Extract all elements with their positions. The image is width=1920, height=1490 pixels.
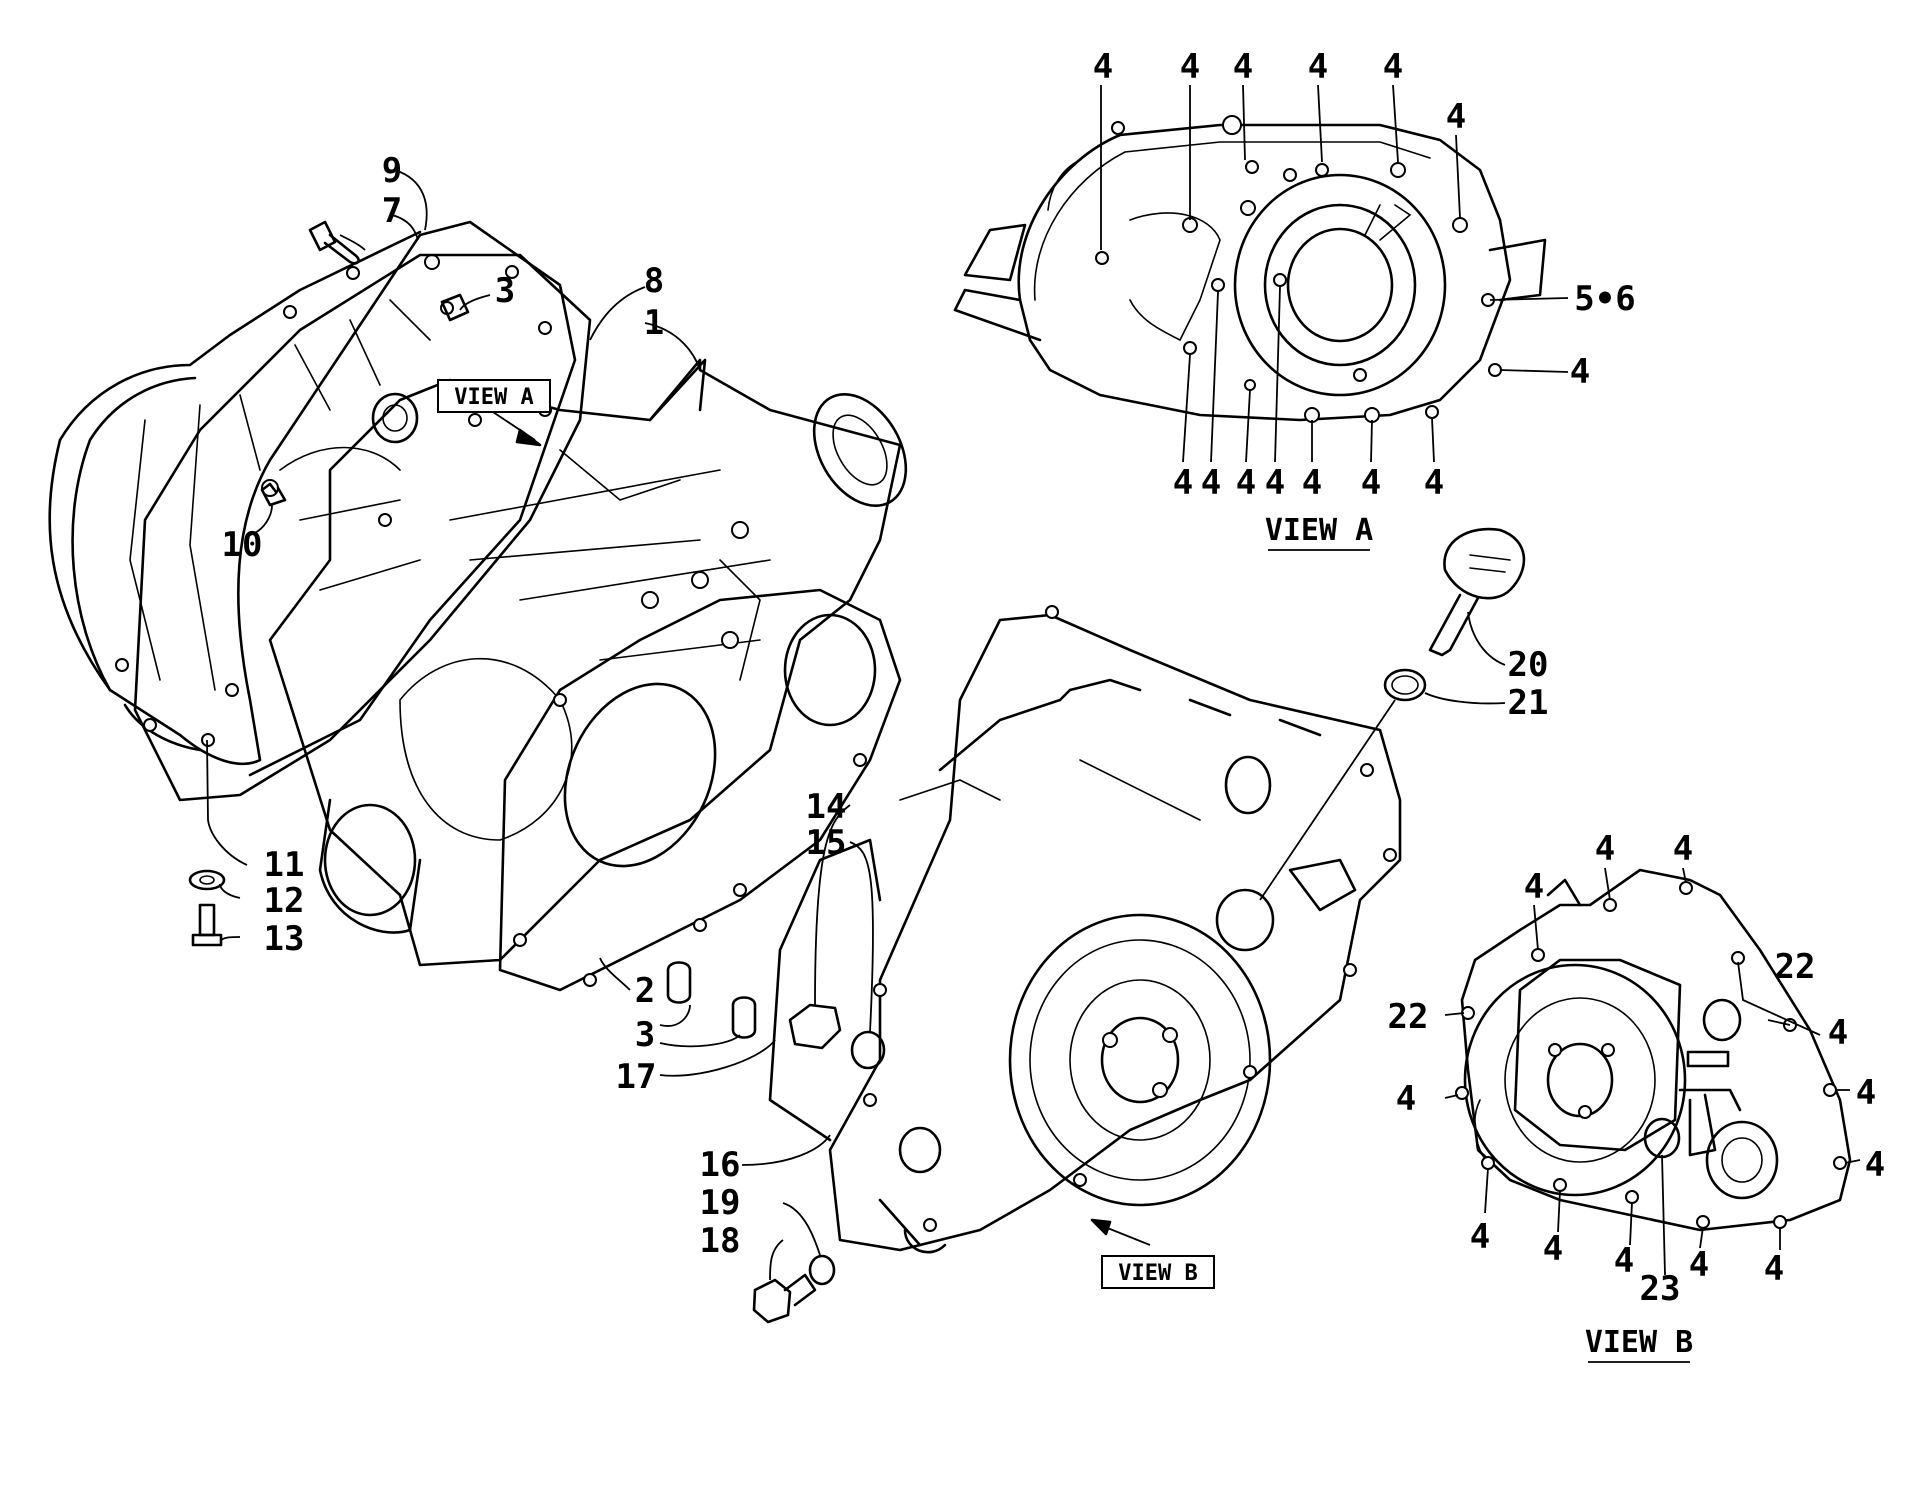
view-b-callout: 4 [1673, 829, 1693, 869]
view-b-callout-22: 22 [1775, 947, 1816, 987]
callout-17: 17 [616, 1057, 657, 1097]
callout-8: 8 [644, 261, 664, 301]
view-a-callout: 4 [1236, 463, 1256, 503]
callout-18: 18 [700, 1221, 741, 1261]
view-b-drawing [1455, 868, 1852, 1232]
gasket-8 [133, 253, 592, 802]
callout-14: 14 [806, 787, 847, 827]
view-a-callout: 4 [1570, 352, 1590, 392]
callout-2: 2 [635, 971, 655, 1011]
view-b-callout: 4 [1764, 1249, 1784, 1289]
view-b-marker: VIEW B [1118, 1261, 1197, 1286]
view-b-callout: 4 [1856, 1073, 1876, 1113]
callout-7: 7 [382, 191, 402, 231]
gasket-17 [768, 838, 882, 1142]
view-a-callout: 4 [1383, 47, 1403, 87]
view-a-leaders [1100, 84, 1569, 551]
view-a-title: VIEW A [1265, 513, 1373, 548]
view-a-callout: 4 [1180, 47, 1200, 87]
callout-21: 21 [1508, 683, 1549, 723]
view-b-title: VIEW B [1585, 1325, 1693, 1360]
callout-5-6: 5•6 [1574, 279, 1635, 319]
view-b-callout: 4 [1595, 829, 1615, 869]
view-b-callout: 4 [1396, 1079, 1416, 1119]
gasket-2 [498, 588, 902, 992]
callout-12: 12 [264, 881, 305, 921]
view-b-marker-box [1101, 1255, 1215, 1289]
callouts: 9 7 8 1 3 10 11 12 13 2 3 17 14 15 16 19… [222, 151, 1636, 1261]
view-a-callout: 4 [1446, 97, 1466, 137]
view-a-callout: 4 [1424, 463, 1444, 503]
callout-9: 9 [382, 151, 402, 191]
view-b-callout: 4 [1828, 1013, 1848, 1053]
callout-1: 1 [644, 303, 664, 343]
callout-13: 13 [264, 919, 305, 959]
callout-10: 10 [222, 525, 263, 565]
callout-20: 20 [1508, 645, 1549, 685]
view-a-callout: 4 [1302, 463, 1322, 503]
view-a-callout: 4 [1093, 47, 1113, 87]
view-a-callout: 4 [1173, 463, 1193, 503]
hardware [188, 220, 1526, 1324]
callout-19: 19 [700, 1183, 741, 1223]
view-b-leaders [1444, 867, 1861, 1363]
view-a-callouts: 4 4 4 4 4 4 4 4 4 4 4 4 4 4 [1093, 47, 1590, 503]
stator-cover [828, 605, 1402, 1254]
view-b-callout-22: 22 [1388, 997, 1429, 1037]
view-b-callout: 4 [1543, 1229, 1563, 1269]
callout-16: 16 [700, 1145, 741, 1185]
view-b-callout: 4 [1689, 1245, 1709, 1285]
view-b-callout: 4 [1865, 1145, 1885, 1185]
view-b-callout: 4 [1524, 867, 1544, 907]
view-a-callout: 4 [1361, 463, 1381, 503]
view-a-callout: 4 [1308, 47, 1328, 87]
view-a-marker-box [437, 379, 551, 413]
callout-3-top: 3 [495, 271, 515, 311]
view-a-drawing [953, 115, 1547, 423]
leader-lines [206, 169, 1506, 1281]
view-b-callouts: 4 4 4 22 22 4 4 4 4 4 4 4 4 4 23 [1388, 829, 1886, 1309]
view-b-callout: 4 [1614, 1241, 1634, 1281]
view-b-callout: 4 [1470, 1217, 1490, 1257]
callout-3-bottom: 3 [635, 1015, 655, 1055]
callout-15: 15 [806, 823, 847, 863]
view-a-marker: VIEW A [454, 385, 533, 410]
view-b-callout-23: 23 [1640, 1269, 1681, 1309]
callout-11: 11 [264, 845, 305, 885]
view-a-callout: 4 [1201, 463, 1221, 503]
view-a-callout: 4 [1265, 463, 1285, 503]
view-a-callout: 4 [1233, 47, 1253, 87]
